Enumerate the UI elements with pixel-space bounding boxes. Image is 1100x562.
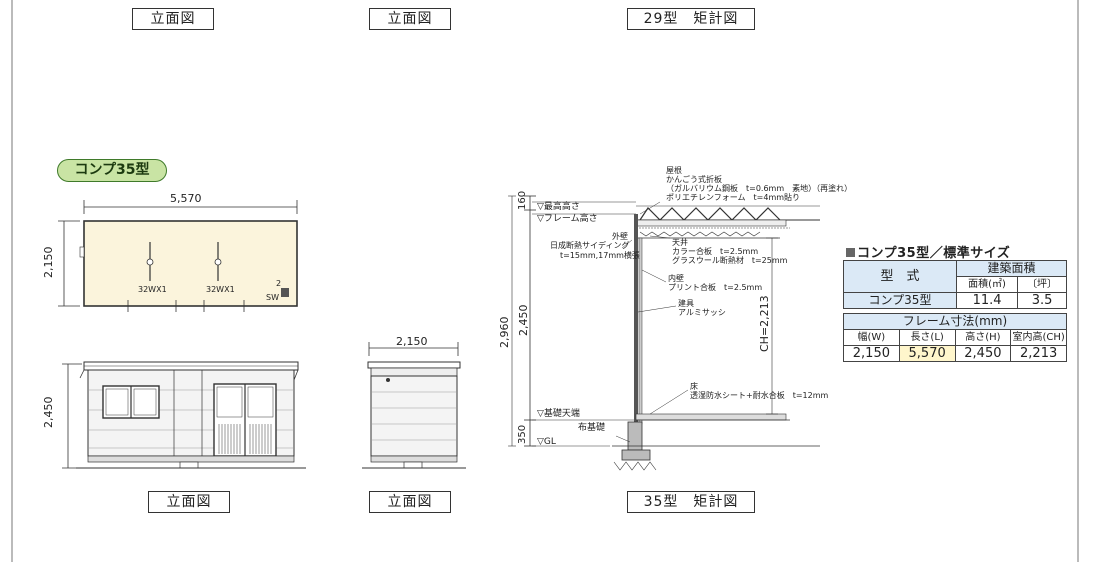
plan-length-dim: 5,570	[170, 192, 202, 205]
spec-frame-table: フレーム寸法(mm) 幅(W) 長さ(L) 高さ(H) 室内高(CH) 2,15…	[843, 313, 1067, 362]
spec-area-tsubo: 3.5	[1017, 292, 1067, 309]
spec-title: コンプ35型／標準サイズ	[846, 242, 1010, 261]
ceiling-note-2: カラー合板 t=2.5mm	[672, 247, 759, 256]
spec-ch: 2,213	[1010, 345, 1067, 362]
fixture-note-1: 建具	[678, 299, 694, 308]
roof-note-3: （ガルバリウム鋼板 t=0.6mm 素地）（再塗れ）	[666, 184, 853, 193]
fixture-note-2: アルミサッシ	[678, 308, 726, 317]
section-dim-bottom: 350	[517, 424, 528, 444]
spec-header-l: 長さ(L)	[898, 329, 956, 346]
spec-header-frame: フレーム寸法(mm)	[843, 313, 1067, 330]
section-detail-drawing	[508, 195, 820, 471]
ceiling-note-1: 天井	[672, 238, 688, 247]
section-dim-top: 160	[517, 190, 528, 210]
level-frame: ▽フレーム高さ	[537, 214, 598, 224]
spec-header-h: 高さ(H)	[954, 329, 1012, 346]
interior-note-1: 内壁	[668, 274, 684, 283]
side-width-dim: 2,150	[396, 335, 428, 348]
spec-w: 2,150	[843, 345, 900, 362]
section-label-29: 29型 矩計図	[627, 8, 755, 30]
model-badge: コンプ35型	[57, 159, 167, 182]
foundation-label: 布基礎	[578, 423, 606, 433]
switch-label: SW	[266, 293, 279, 302]
spec-header-ch: 室内高(CH)	[1010, 329, 1067, 346]
spec-table: 型 式 建築面積 面積(㎡) 〔坪〕 コンプ35型 11.4 3.5	[843, 260, 1067, 309]
elevation-label-bottom-left: 立面図	[148, 491, 230, 513]
ceiling-note-3: グラスウール断熱材 t=25mm	[672, 256, 788, 265]
section-label-35: 35型 矩計図	[627, 491, 755, 513]
front-elevation-drawing	[62, 361, 306, 469]
spec-area-m2: 11.4	[955, 292, 1019, 309]
spec-model: コンプ35型	[843, 292, 957, 309]
spec-h: 2,450	[954, 345, 1012, 362]
floor-note-1: 床	[690, 382, 698, 391]
spec-l: 5,570	[898, 345, 956, 362]
exterior-note-1: 外壁	[612, 232, 628, 241]
elevation-label-top-left: 立面図	[132, 8, 214, 30]
elevation-label-bottom-mid: 立面図	[369, 491, 451, 513]
floor-plan	[58, 200, 298, 312]
spec-header-w: 幅(W)	[843, 329, 900, 346]
level-gl: ▽GL	[537, 437, 556, 447]
side-elevation-drawing	[362, 342, 466, 469]
elevation-label-top-mid: 立面図	[369, 8, 451, 30]
switch-count: 2	[276, 279, 282, 288]
spec-header-model: 型 式	[843, 260, 957, 293]
section-dim-main: 2,450	[517, 304, 530, 337]
spec-header-area: 建築面積	[956, 260, 1067, 277]
exterior-note-3: t=15mm,17mm横張	[560, 251, 640, 260]
roof-note-2: かんごう式折板	[666, 175, 722, 184]
roof-note-1: 屋根	[666, 166, 682, 175]
section-ch-dim: CH=2,213	[758, 295, 771, 352]
level-top: ▽最高高さ	[537, 202, 580, 212]
floor-note-2: 透湿防水シート+耐水合板 t=12mm	[690, 391, 829, 400]
plan-width-dim: 2,150	[42, 246, 55, 279]
front-height-dim: 2,450	[42, 396, 55, 429]
light-label-left: 32WX1	[138, 285, 167, 294]
level-base: ▽基礎天端	[537, 409, 580, 419]
interior-note-2: プリント合板 t=2.5mm	[668, 283, 763, 292]
exterior-note-2: 日成断熱サイディング	[550, 241, 630, 250]
spec-header-tsubo: 〔坪〕	[1017, 276, 1067, 293]
spec-header-m2: 面積(㎡)	[955, 276, 1019, 293]
square-bullet-icon	[846, 248, 855, 257]
roof-note-4: ポリエチレンフォーム t=4mm貼り	[666, 193, 801, 202]
section-dim-total: 2,960	[498, 316, 511, 349]
light-label-right: 32WX1	[206, 285, 235, 294]
